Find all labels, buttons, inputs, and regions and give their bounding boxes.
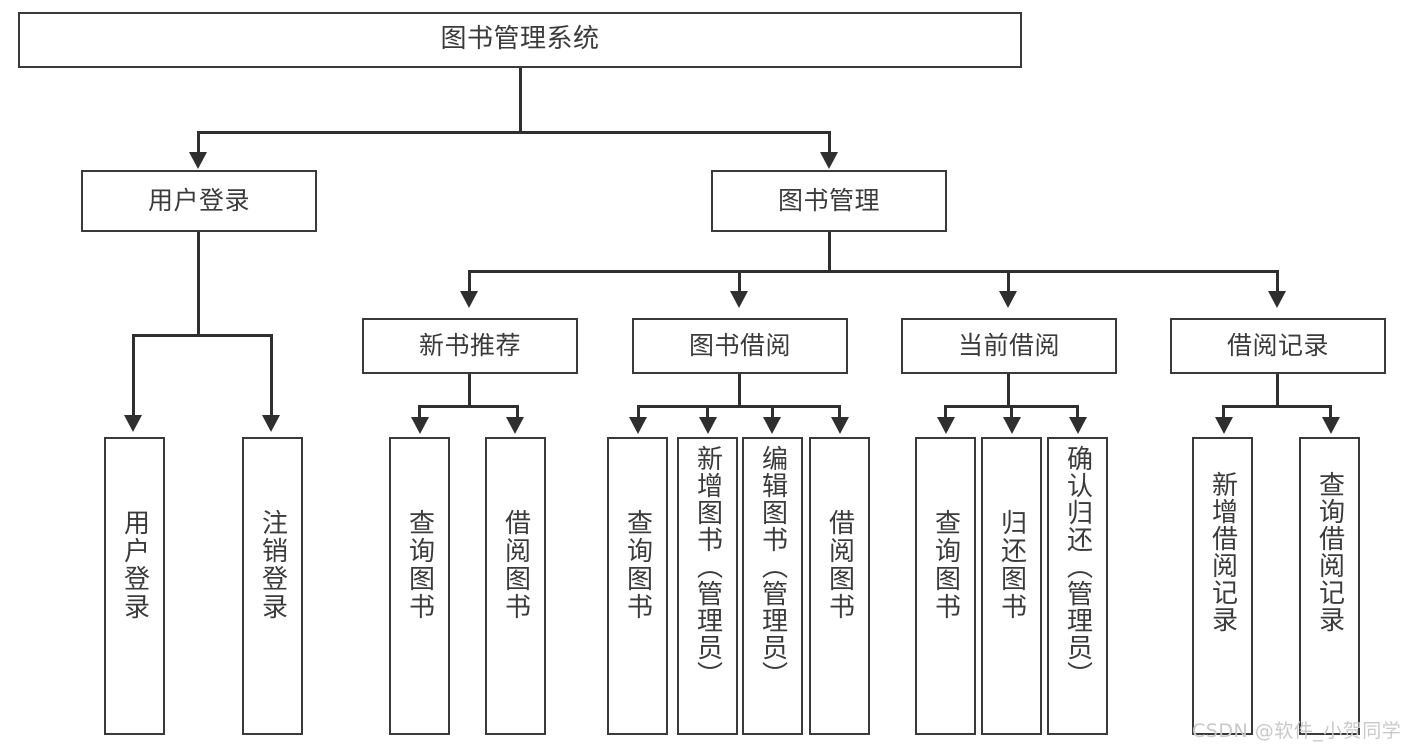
arrow-to-book-borrow: [730, 291, 748, 308]
leaf-user-login[interactable]: 用户登录: [104, 437, 165, 735]
connector-user-login-leaf-2: [270, 334, 273, 418]
connector-borrow-record-stem: [1276, 374, 1279, 407]
arrow-to-new-book-recommend: [460, 291, 478, 308]
connector-cb-leaf-2: [1010, 405, 1013, 419]
leaf-query-book-3[interactable]: 查询图书: [915, 437, 976, 735]
arrow-to-leaf-logout: [262, 415, 280, 432]
arrow-to-leaf-confirm-return: [1069, 417, 1087, 434]
node-label: 用户登录: [119, 509, 150, 621]
arrow-to-leaf-query-book-3: [937, 417, 955, 434]
node-label: 图书管理系统: [440, 24, 600, 55]
connector-bb-leaf-1: [637, 405, 640, 419]
connector-to-new-book-recommend: [468, 270, 471, 294]
connector-new-book-recommend-stem: [468, 374, 471, 407]
connector-bb-leaf-4: [838, 405, 841, 419]
node-book-management[interactable]: 图书管理: [711, 170, 947, 232]
connector-br-leaf-1: [1222, 405, 1225, 419]
arrow-to-user-login: [189, 152, 207, 169]
node-label: 用户登录: [147, 186, 250, 215]
node-label: 借阅图书: [824, 509, 855, 621]
node-label: 编辑图书（管理员）: [757, 445, 788, 688]
node-label: 注销登录: [257, 509, 288, 621]
arrow-to-leaf-borrow-book-2: [831, 417, 849, 434]
node-label: 查询借阅记录: [1314, 471, 1345, 633]
node-root-book-management-system[interactable]: 图书管理系统: [18, 12, 1022, 68]
node-label: 图书借阅: [688, 331, 791, 360]
connector-root-to-user-login: [197, 131, 200, 155]
leaf-return-book[interactable]: 归还图书: [981, 437, 1042, 735]
node-label: 借阅记录: [1226, 331, 1329, 360]
connector-nbr-leaf-1: [418, 405, 421, 419]
connector-br-leaf-2: [1329, 405, 1332, 419]
connector-book-borrow-bus: [637, 405, 841, 408]
arrow-to-borrow-record: [1268, 291, 1286, 308]
arrow-to-leaf-user-login: [124, 415, 142, 432]
node-label: 新增图书（管理员）: [692, 445, 723, 688]
node-label: 当前借阅: [957, 331, 1060, 360]
connector-user-login-leaf-1: [132, 334, 135, 418]
leaf-logout[interactable]: 注销登录: [242, 437, 303, 735]
connector-current-borrow-stem: [1007, 374, 1010, 407]
node-label: 归还图书: [996, 509, 1027, 621]
connector-to-book-borrow: [738, 270, 741, 294]
connector-root-bus: [197, 131, 831, 134]
connector-root-stem: [519, 68, 522, 131]
node-label: 查询图书: [404, 509, 435, 621]
node-label: 新增借阅记录: [1207, 471, 1238, 633]
arrow-to-leaf-query-record: [1322, 417, 1340, 434]
arrow-to-leaf-borrow-book-1: [506, 417, 524, 434]
node-label: 新书推荐: [418, 331, 521, 360]
arrow-to-book-management: [820, 152, 838, 169]
leaf-confirm-return-admin[interactable]: 确认归还（管理员）: [1047, 437, 1108, 735]
connector-borrow-record-bus: [1222, 405, 1332, 408]
leaf-edit-book-admin[interactable]: 编辑图书（管理员）: [742, 437, 803, 735]
leaf-add-book-admin[interactable]: 新增图书（管理员）: [677, 437, 738, 735]
connector-cb-leaf-1: [944, 405, 947, 419]
node-label: 查询图书: [930, 509, 961, 621]
arrow-to-leaf-return-book: [1003, 417, 1021, 434]
connector-bb-leaf-3: [771, 405, 774, 419]
connector-root-to-book-management: [828, 131, 831, 155]
arrow-to-leaf-query-book-2: [629, 417, 647, 434]
node-label: 确认归还（管理员）: [1062, 445, 1093, 688]
arrow-to-current-borrow: [999, 291, 1017, 308]
arrow-to-leaf-edit-book: [763, 417, 781, 434]
node-user-login[interactable]: 用户登录: [81, 170, 317, 232]
node-label: 借阅图书: [500, 509, 531, 621]
node-new-book-recommend[interactable]: 新书推荐: [362, 318, 578, 374]
connector-to-borrow-record: [1276, 270, 1279, 294]
node-book-borrow[interactable]: 图书借阅: [632, 318, 848, 374]
arrow-to-leaf-add-record: [1215, 417, 1233, 434]
arrow-to-leaf-add-book: [699, 417, 717, 434]
connector-nbr-leaf-2: [516, 405, 519, 419]
connector-user-login-stem: [197, 232, 200, 336]
connector-user-login-bus: [132, 334, 272, 337]
arrow-to-leaf-query-book-1: [411, 417, 429, 434]
leaf-query-book-1[interactable]: 查询图书: [389, 437, 450, 735]
node-current-borrow[interactable]: 当前借阅: [901, 318, 1117, 374]
connector-book-management-stem: [828, 232, 831, 272]
leaf-borrow-book-2[interactable]: 借阅图书: [809, 437, 870, 735]
connector-book-management-bus: [468, 270, 1279, 273]
node-label: 查询图书: [622, 509, 653, 621]
connector-bb-leaf-2: [706, 405, 709, 419]
connector-book-borrow-stem: [738, 374, 741, 407]
node-label: 图书管理: [777, 186, 880, 215]
leaf-borrow-book-1[interactable]: 借阅图书: [485, 437, 546, 735]
connector-to-current-borrow: [1007, 270, 1010, 294]
leaf-query-borrow-record[interactable]: 查询借阅记录: [1299, 437, 1360, 735]
leaf-add-borrow-record[interactable]: 新增借阅记录: [1192, 437, 1253, 735]
node-borrow-record[interactable]: 借阅记录: [1170, 318, 1386, 374]
leaf-query-book-2[interactable]: 查询图书: [607, 437, 668, 735]
connector-new-book-recommend-bus: [418, 405, 519, 408]
connector-cb-leaf-3: [1076, 405, 1079, 419]
